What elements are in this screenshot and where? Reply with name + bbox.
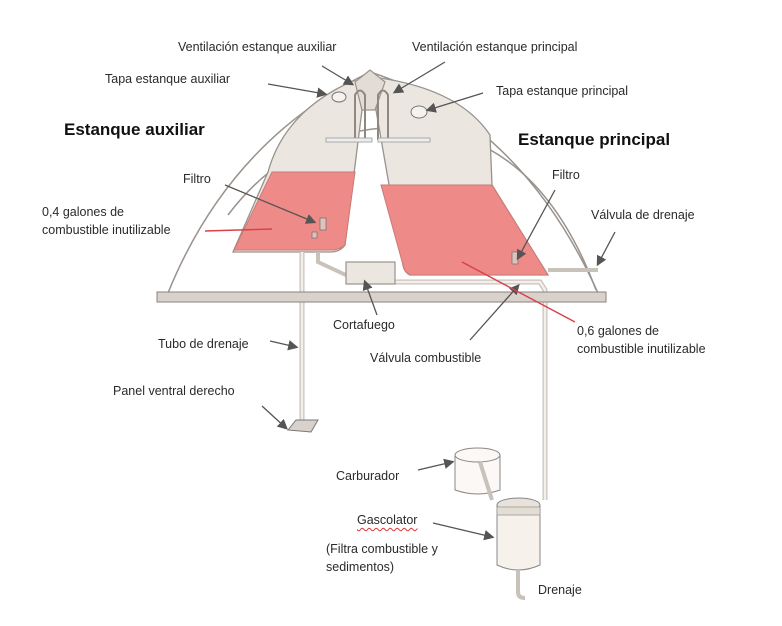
aux-filter — [319, 217, 327, 231]
floor-bar — [156, 291, 607, 303]
label-drain: Drenaje — [538, 583, 582, 597]
label-tank-main: Estanque principal — [518, 130, 671, 149]
aux-feed-line — [316, 252, 349, 278]
label-gascolator: Gascolator — [357, 513, 418, 527]
label-firewall: Cortafuego — [333, 318, 395, 332]
gascolator-drain — [516, 570, 526, 600]
aux-fuel — [233, 171, 356, 251]
main-cap — [410, 105, 428, 119]
label-unusable-aux-1: 0,4 galones de — [42, 205, 125, 219]
label-gascolator-desc-1: (Filtra combustible y — [326, 542, 438, 556]
label-gascolator-desc-2: sedimentos) — [326, 560, 395, 574]
label-fuel-valve: Válvula combustible — [370, 351, 482, 365]
vent-aux — [354, 89, 366, 140]
label-filter-main: Filtro — [552, 168, 580, 182]
main-filter — [511, 251, 519, 265]
main-fuel — [380, 184, 549, 276]
label-vent-main: Ventilación estanque principal — [412, 40, 578, 54]
firewall-box — [345, 261, 396, 285]
pointer-arrows — [224, 61, 616, 541]
label-cap-aux: Tapa estanque auxiliar — [105, 72, 231, 86]
label-filter-aux: Filtro — [183, 172, 211, 186]
label-vent-aux: Ventilación estanque auxiliar — [178, 40, 337, 54]
unusable-fuel-pointers — [204, 228, 576, 323]
belly-panel — [287, 419, 319, 433]
label-cap-main: Tapa estanque principal — [496, 84, 629, 98]
label-unusable-main-1: 0,6 galones de — [577, 324, 660, 338]
label-unusable-main-2: combustible inutilizable — [577, 342, 706, 356]
label-drain-valve: Válvula de drenaje — [591, 208, 695, 222]
aux-cap — [331, 91, 347, 103]
label-unusable-aux-2: combustible inutilizable — [42, 223, 171, 237]
label-drain-tube: Tubo de drenaje — [158, 337, 249, 351]
label-carburetor: Carburador — [336, 469, 400, 483]
vent-main — [377, 89, 389, 140]
label-tank-aux: Estanque auxiliar — [64, 120, 205, 139]
label-belly-panel: Panel ventral derecho — [113, 384, 235, 398]
